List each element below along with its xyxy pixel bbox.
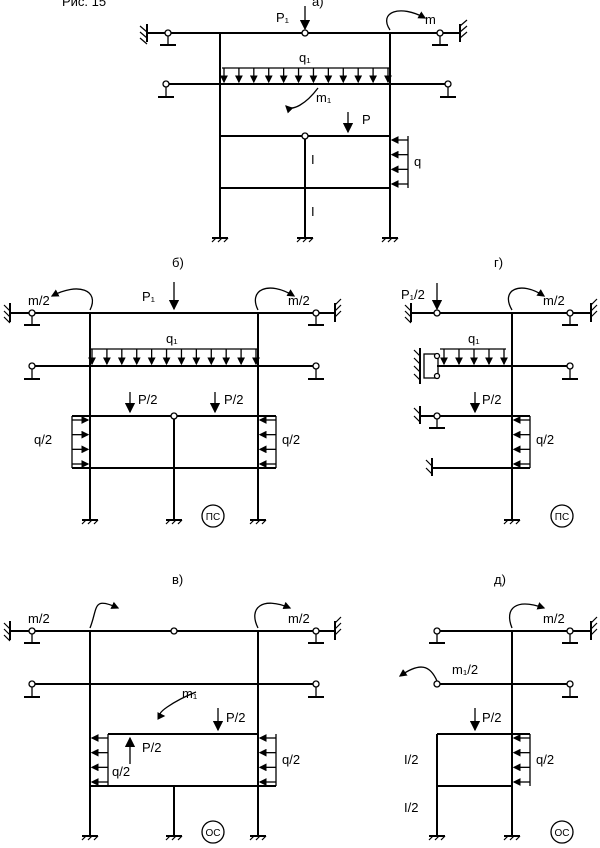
label-m1: m₁ xyxy=(182,686,198,701)
hinge-icon xyxy=(301,29,309,37)
label-q-right: q/2 xyxy=(282,752,300,767)
fixed-support-icon xyxy=(211,237,229,243)
label-m: m xyxy=(425,12,436,27)
panel-v-caption: в) xyxy=(172,572,183,587)
label-m-left: m/2 xyxy=(28,293,50,308)
label-P1-half: P₁/2 xyxy=(401,287,425,302)
label-q-half: q/2 xyxy=(536,432,554,447)
label-m-left: m/2 xyxy=(28,611,50,626)
panel-g-caption: г) xyxy=(494,255,503,270)
badge-os: ОС xyxy=(206,828,221,839)
label-m1: m₁ xyxy=(316,90,332,105)
panel-d-caption: д) xyxy=(494,572,506,587)
label-P-right: P/2 xyxy=(224,392,244,407)
label-q-left: q/2 xyxy=(34,432,52,447)
label-m1-half: m₁/2 xyxy=(452,662,478,677)
label-m-half: m/2 xyxy=(543,611,565,626)
label-I-upper: I xyxy=(311,152,315,167)
badge-circle-icon xyxy=(201,820,225,844)
badge-os: ОС xyxy=(555,828,570,839)
label-q-left: q/2 xyxy=(112,764,130,779)
panel-g: г) P₁/2 m/2 q₁ P/2 q/2 ПС xyxy=(401,255,598,528)
panel-v: в) m/2 m/2 m₁ P/2 P/2 q/2 q/2 xyxy=(3,572,342,844)
label-P-half: P/2 xyxy=(482,392,502,407)
figure-label: Рис. 15 xyxy=(62,0,106,9)
label-I-upper: I/2 xyxy=(404,752,418,767)
label-q1: q₁ xyxy=(166,331,178,346)
label-q1: q₁ xyxy=(468,331,480,346)
label-q-half: q/2 xyxy=(536,752,554,767)
label-q-right: q/2 xyxy=(282,432,300,447)
label-I-lower: I/2 xyxy=(404,800,418,815)
badge-circle-icon xyxy=(550,820,574,844)
label-P-half: P/2 xyxy=(482,710,502,725)
label-P-top: P/2 xyxy=(226,710,246,725)
label-m-right: m/2 xyxy=(288,293,310,308)
label-P-left: P/2 xyxy=(138,392,158,407)
label-P: P xyxy=(362,112,371,127)
label-q1: q₁ xyxy=(299,50,311,65)
panel-a-caption: a) xyxy=(312,0,324,9)
label-m-half: m/2 xyxy=(543,293,565,308)
badge-ps: ПС xyxy=(555,512,569,523)
label-P-up: P/2 xyxy=(142,740,162,755)
panel-d: д) m/2 m₁/2 P/2 q/2 I/2 I/2 ОС xyxy=(398,572,598,844)
label-q: q xyxy=(414,154,421,169)
badge-ps: ПС xyxy=(206,512,220,523)
label-P1: P₁ xyxy=(276,10,290,25)
panel-a: P₁ m q₁ m₁ P q I I xyxy=(139,6,468,243)
label-P1: P₁ xyxy=(142,289,156,304)
badge-circle-icon xyxy=(550,504,574,528)
label-I-lower: I xyxy=(311,204,315,219)
label-m-right: m/2 xyxy=(288,611,310,626)
panel-b-caption: б) xyxy=(172,255,184,270)
badge-circle-icon xyxy=(201,504,225,528)
panel-b: б) m/2 m/2 P₁ q₁ P/2 P/2 q/ xyxy=(3,255,342,528)
